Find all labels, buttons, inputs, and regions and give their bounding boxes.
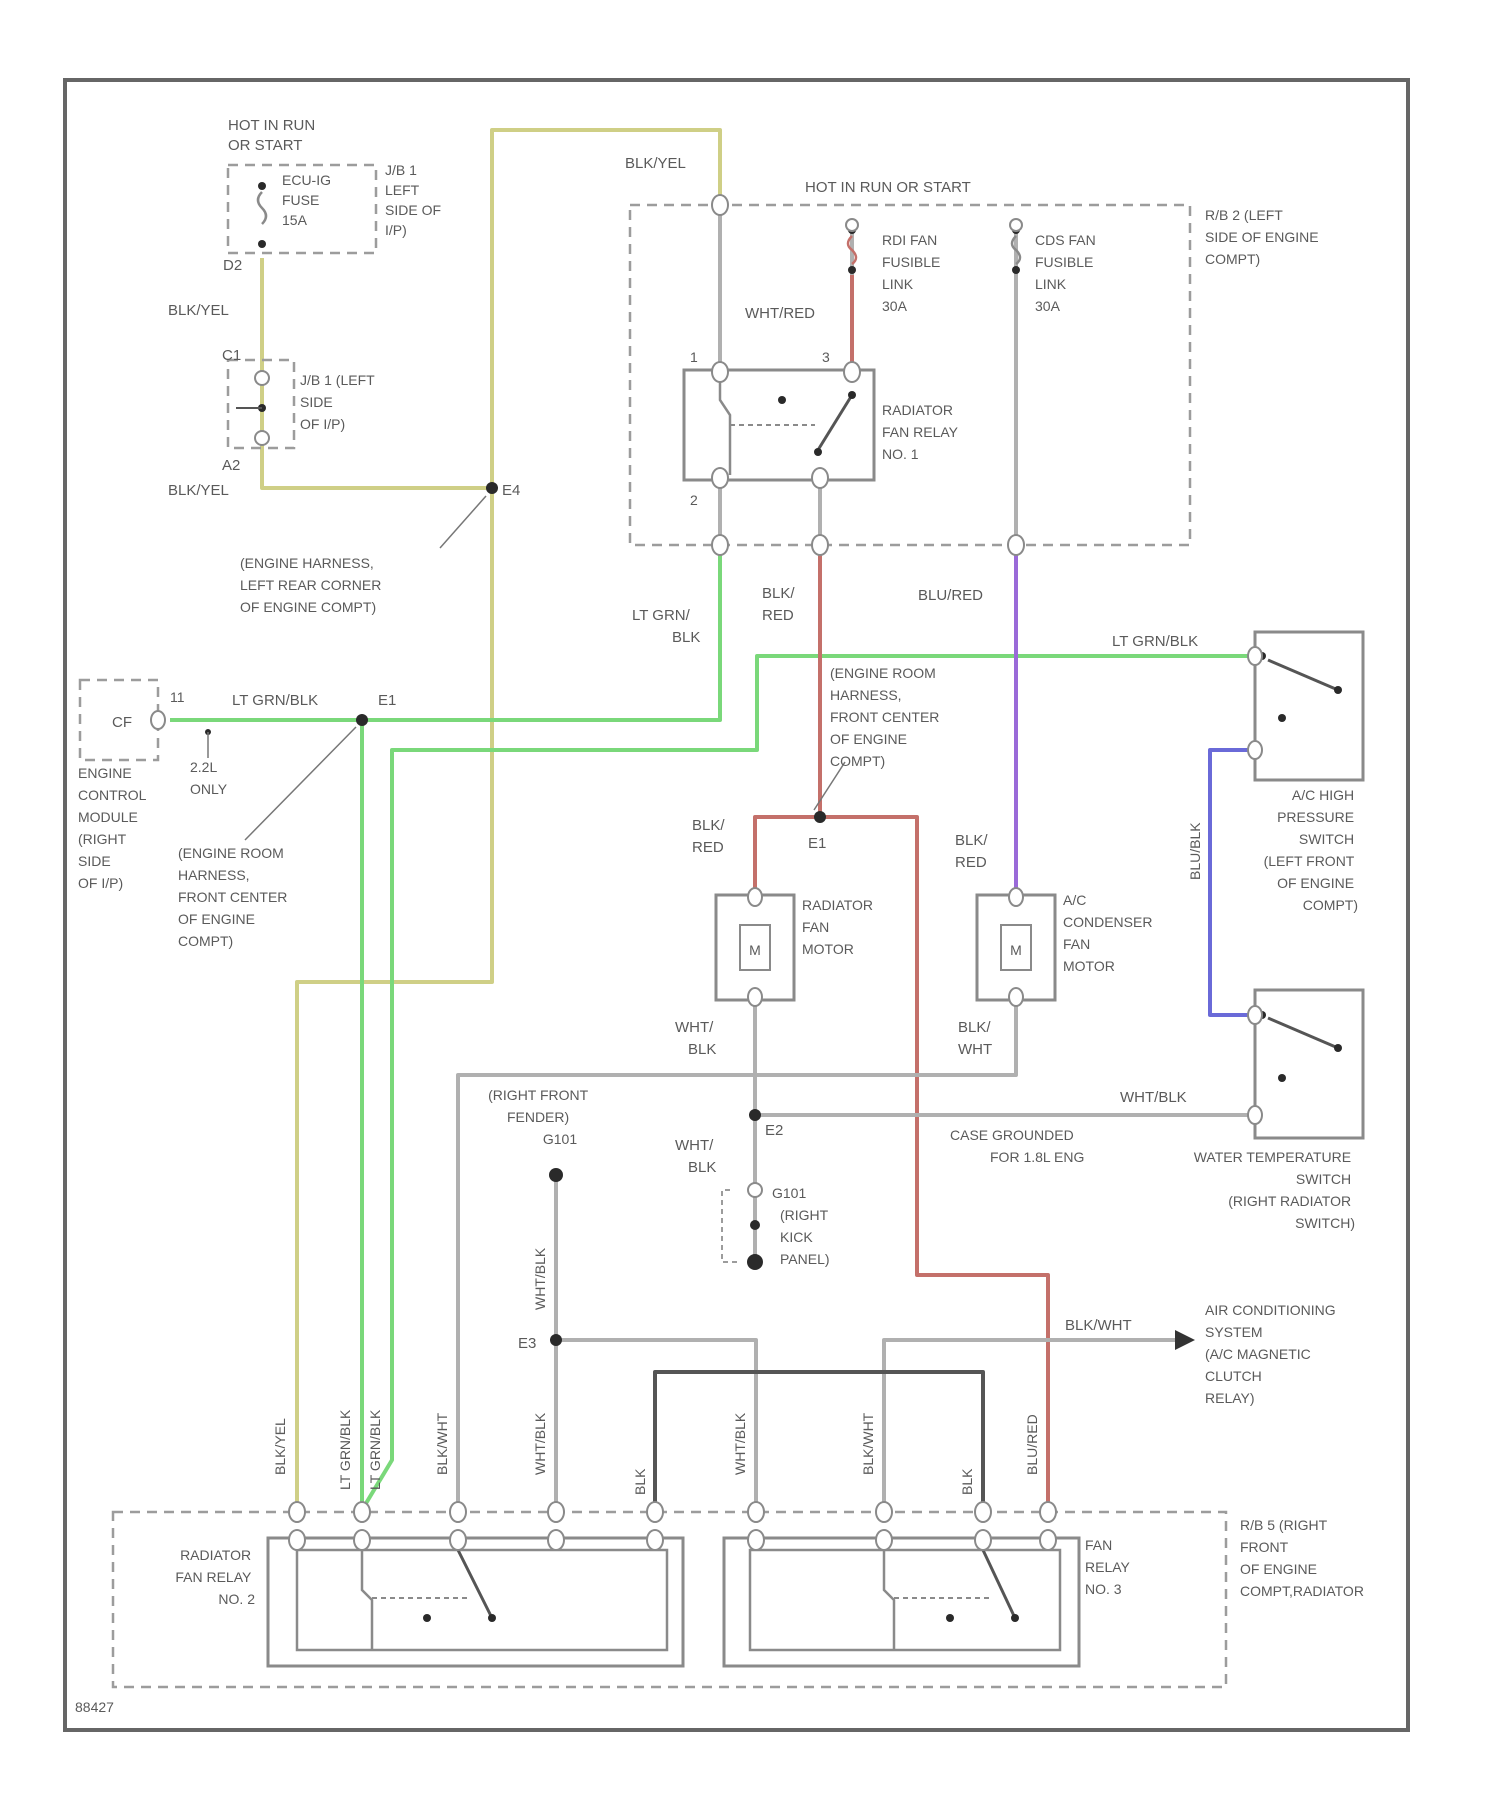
label-blk-wht-arrow: BLK/WHT xyxy=(1065,1317,1132,1334)
label-e1: E1 xyxy=(378,692,396,709)
label-e4: E4 xyxy=(502,482,520,499)
label-blk-yel-2: BLK/YEL xyxy=(168,482,229,499)
label-blk-red-2: BLK/ RED xyxy=(692,817,729,856)
label-e3: E3 xyxy=(518,1335,536,1352)
label-fuse-etcs: ECU-IG FUSE 15A xyxy=(282,172,335,228)
label-wht-red: WHT/RED xyxy=(745,305,815,322)
water-temperature-switch xyxy=(1255,990,1363,1138)
label-bot-blk-wht-b: BLK/WHT xyxy=(860,1412,876,1475)
label-blu-blk-vert: BLU/BLK xyxy=(1187,822,1203,880)
wire-blu-blk xyxy=(1210,750,1255,1015)
label-d2: D2 xyxy=(223,257,242,274)
label-jb1-top: J/B 1 LEFT SIDE OF I/P) xyxy=(385,162,445,238)
fuse-icon xyxy=(258,182,266,248)
label-blk-yel-top: BLK/YEL xyxy=(625,155,686,172)
label-a2: A2 xyxy=(222,457,240,474)
label-rb2: R/B 2 (LEFT SIDE OF ENGINE COMPT) xyxy=(1205,207,1322,267)
label-right-front-fender: (RIGHT FRONT FENDER) G101 xyxy=(488,1087,592,1147)
label-engine-harness: (ENGINE HARNESS, LEFT REAR CORNER OF ENG… xyxy=(240,555,385,615)
label-cds-fusible: CDS FAN FUSIBLE LINK 30A xyxy=(1035,232,1100,314)
label-e2: E2 xyxy=(765,1122,783,1139)
label-e1b: E1 xyxy=(808,835,826,852)
label-lt-grn-blk-top: LT GRN/BLK xyxy=(1112,633,1198,650)
label-engine-room-harness-mid: (ENGINE ROOM HARNESS, FRONT CENTER OF EN… xyxy=(830,665,943,769)
label-ecm: ENGINE CONTROL MODULE (RIGHT SIDE OF I/P… xyxy=(78,765,150,891)
fan-relay-3 xyxy=(724,1538,1079,1666)
label-wht-blk-vert: WHT/BLK xyxy=(532,1247,548,1310)
wire-blk-yel-down xyxy=(297,488,492,1510)
label-bot-blk-yel: BLK/YEL xyxy=(272,1418,288,1475)
fuse-icon xyxy=(848,226,856,274)
label-g101-kick: G101 (RIGHT KICK PANEL) xyxy=(772,1185,832,1267)
label-c1: C1 xyxy=(222,347,241,364)
label-rdi-fusible: RDI FAN FUSIBLE LINK 30A xyxy=(882,232,944,314)
label-case-grounded: CASE GROUNDED FOR 1.8L ENG xyxy=(950,1127,1084,1165)
label-blk-wht-1: BLK/ WHT xyxy=(958,1019,995,1058)
label-bot-blk-a: BLK xyxy=(632,1468,648,1495)
motor-icon: M xyxy=(1001,925,1031,970)
label-bot-wht-blk-b: WHT/BLK xyxy=(732,1412,748,1475)
label-wht-blk-2: WHT/ BLK xyxy=(675,1137,718,1176)
label-hot-run-start-center: HOT IN RUN OR START xyxy=(805,179,971,196)
label-ac-system: AIR CONDITIONING SYSTEM (A/C MAGNETIC CL… xyxy=(1205,1302,1340,1406)
label-bot-lt-grn-blk-a: LT GRN/BLK xyxy=(337,1409,353,1490)
svg-text:M: M xyxy=(749,942,761,958)
label-lt-grn-blk-left: LT GRN/BLK xyxy=(232,692,318,709)
arrow-right-icon xyxy=(1175,1330,1195,1350)
label-hot-run-start-left: HOT IN RUN OR START xyxy=(228,117,319,154)
ac-high-pressure-switch xyxy=(1255,632,1363,780)
label-ecm-pin: CF xyxy=(112,714,132,731)
label-engine-room-harness-left: (ENGINE ROOM HARNESS, FRONT CENTER OF EN… xyxy=(178,845,291,949)
svg-text:M: M xyxy=(1010,942,1022,958)
ground-icon xyxy=(549,1168,563,1182)
label-blk-yel-1: BLK/YEL xyxy=(168,302,229,319)
label-fan-relay-3: FAN RELAY NO. 3 xyxy=(1085,1537,1134,1597)
label-blk-red-1: BLK/ RED xyxy=(762,585,799,624)
label-radiator-fan-relay-1: RADIATOR FAN RELAY NO. 1 xyxy=(882,402,962,462)
label-pin3: 3 xyxy=(822,349,830,365)
label-rb5: R/B 5 (RIGHT FRONT OF ENGINE COMPT,RADIA… xyxy=(1240,1517,1364,1599)
label-blu-red: BLU/RED xyxy=(918,587,983,604)
label-fig-id: 88427 xyxy=(75,1699,114,1715)
label-water-temp-switch: WATER TEMPERATURE SWITCH (RIGHT RADIATOR… xyxy=(1194,1149,1355,1231)
leader-line xyxy=(245,727,356,840)
label-ac-high-pressure: A/C HIGH PRESSURE SWITCH (LEFT FRONT OF … xyxy=(1264,787,1358,913)
label-bot-blu-red: BLU/RED xyxy=(1024,1414,1040,1475)
label-only-22: 2.2L ONLY xyxy=(190,759,228,797)
ground-icon xyxy=(722,1183,763,1270)
wire-blk-red-motor xyxy=(755,817,820,895)
label-jb1-mid: J/B 1 (LEFT SIDE OF I/P) xyxy=(300,372,378,432)
label-wht-blk-right: WHT/BLK xyxy=(1120,1089,1187,1106)
label-pin2: 2 xyxy=(690,492,698,508)
label-lt-grn-blk-1: LT GRN/ BLK xyxy=(632,607,700,646)
motor-icon: M xyxy=(740,925,770,970)
label-ac-condenser-fan-motor: A/C CONDENSER FAN MOTOR xyxy=(1063,892,1156,974)
label-radiator-fan-motor: RADIATOR FAN MOTOR xyxy=(802,897,877,957)
label-pin-11: 11 xyxy=(170,689,185,705)
label-bot-lt-grn-blk-b: LT GRN/BLK xyxy=(367,1409,383,1490)
label-radiator-fan-relay-2: RADIATOR FAN RELAY NO. 2 xyxy=(175,1547,255,1607)
leader-line xyxy=(440,496,486,548)
wire-lt-grn-blk-switch xyxy=(362,656,1262,1510)
wire-blk-relays xyxy=(655,1372,983,1510)
label-pin1: 1 xyxy=(690,349,698,365)
fuse-icon xyxy=(1012,226,1020,274)
label-blk-red-3: BLK/ RED xyxy=(955,832,992,871)
label-bot-blk-wht-a: BLK/WHT xyxy=(434,1412,450,1475)
label-bot-wht-blk-a: WHT/BLK xyxy=(532,1412,548,1475)
radiator-fan-relay-2 xyxy=(268,1538,683,1666)
label-wht-blk-1: WHT/ BLK xyxy=(675,1019,718,1058)
label-bot-blk-b: BLK xyxy=(959,1468,975,1495)
